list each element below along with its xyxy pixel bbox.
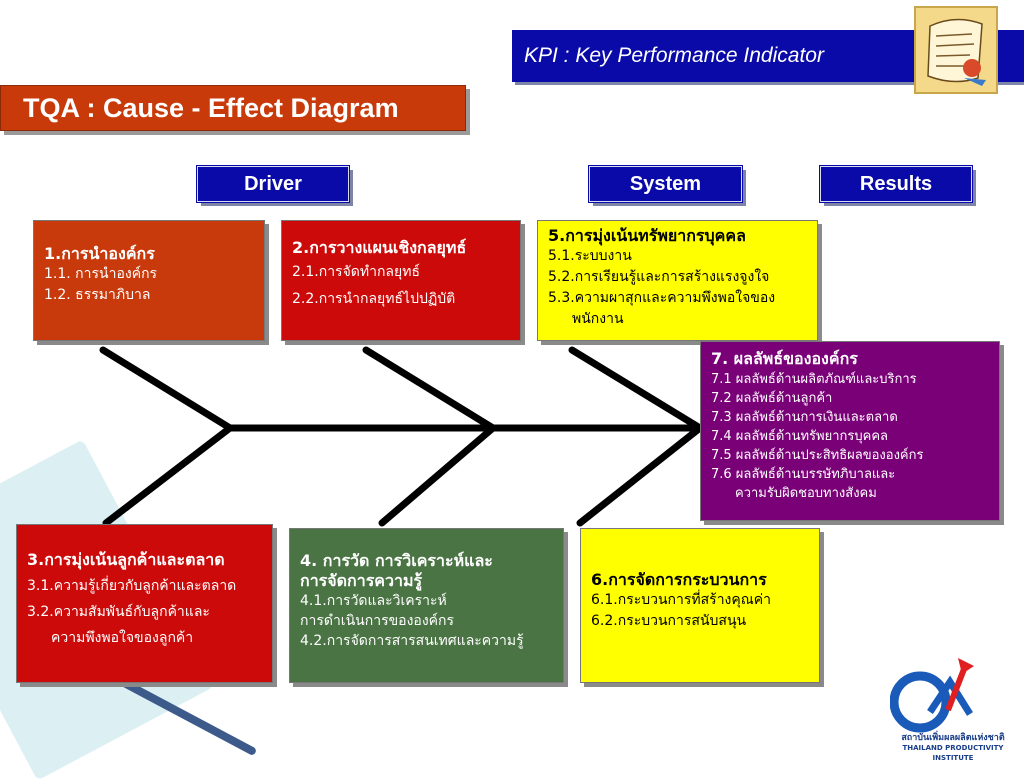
bone-upper-3 [568,346,704,432]
bone-upper-1 [99,346,234,432]
tpi-logo [889,652,990,738]
box-measurement-knowledge-title: 4. การวัด การวิเคราะห์และ [300,551,493,570]
box-workforce-focus-item: 5.2.การเรียนรู้และการสร้างแรงจูงใจ [548,269,770,285]
box-strategic-planning-item: 2.1.การจัดทำกลยุทธ์ [292,264,420,280]
box-strategic-planning-title: 2.การวางแผนเชิงกลยุทธ์ [292,238,467,257]
box-measurement-knowledge-item: การดำเนินการขององค์กร [300,613,455,629]
box-results-item: 7.1 ผลลัพธ์ด้านผลิตภัณฑ์และบริการ [711,372,917,387]
bone-lower-2 [378,424,497,527]
box-results-item: 7.5 ผลลัพธ์ด้านประสิทธิผลขององค์กร [711,448,924,463]
box-leadership-item: 1.1. การนำองค์กร [44,266,158,282]
box-results-title: 7. ผลลัพธ์ขององค์กร [711,349,858,368]
box-results-item: ความรับผิดชอบทางสังคม [735,486,877,501]
bone-lower-1 [102,424,234,527]
tpi-logo-text: สถาบันเพิ่มผลผลิตแห่งชาติ THAILAND PRODU… [888,733,1018,763]
tpi-name-en: THAILAND PRODUCTIVITY INSTITUTE [902,744,1004,762]
box-customer-focus-title: 3.การมุ่งเน้นลูกค้าและตลาด [27,550,225,569]
results-header: Results [819,165,973,203]
box-workforce-focus-item: พนักงาน [572,311,624,327]
box-measurement-knowledge-item: 4.2.การจัดการสารสนเทศและความรู้ [300,633,524,649]
system-header: System [588,165,743,203]
box-customer-focus-item: ความพึงพอใจของลูกค้า [51,630,194,646]
box-leadership: 1.การนำองค์กร 1.1. การนำองค์กร 1.2. ธรรม… [33,220,265,341]
driver-header: Driver [196,165,350,203]
bone-upper-2 [362,346,497,432]
box-process-management-item: 6.2.กระบวนการสนับสนุน [591,613,747,629]
bone-lower-3 [576,424,704,527]
box-measurement-knowledge: 4. การวัด การวิเคราะห์และ การจัดการความร… [289,528,564,683]
box-workforce-focus: 5.การมุ่งเน้นทรัพยากรบุคคล 5.1.ระบบงาน 5… [537,220,818,341]
box-customer-focus-item: 3.2.ความสัมพันธ์กับลูกค้าและ [27,604,210,620]
box-results-item: 7.2 ผลลัพธ์ด้านลูกค้า [711,391,833,406]
box-process-management-title: 6.การจัดการกระบวนการ [591,570,767,589]
box-workforce-focus-item: 5.3.ความผาสุกและความพึงพอใจของ [548,290,776,306]
box-workforce-focus-title: 5.การมุ่งเน้นทรัพยากรบุคคล [548,226,746,245]
box-workforce-focus-item: 5.1.ระบบงาน [548,248,632,264]
box-leadership-title: 1.การนำองค์กร [44,244,155,263]
box-process-management: 6.การจัดการกระบวนการ 6.1.กระบวนการที่สร้… [580,528,820,683]
box-results-item: 7.3 ผลลัพธ์ด้านการเงินและตลาด [711,410,898,425]
box-results-item: 7.4 ผลลัพธ์ด้านทรัพยากรบุคคล [711,429,888,444]
page-title: TQA : Cause - Effect Diagram [0,85,466,131]
box-results: 7. ผลลัพธ์ขององค์กร 7.1 ผลลัพธ์ด้านผลิตภ… [700,341,1000,521]
box-customer-focus: 3.การมุ่งเน้นลูกค้าและตลาด 3.1.ความรู้เก… [16,524,273,683]
box-leadership-item: 1.2. ธรรมาภิบาล [44,287,151,303]
box-measurement-knowledge-title-line2: การจัดการความรู้ [300,571,423,590]
clipart-icon [914,6,998,94]
box-measurement-knowledge-item: 4.1.การวัดและวิเคราะห์ [300,593,447,609]
tpi-name-th: สถาบันเพิ่มผลผลิตแห่งชาติ [901,733,1005,743]
box-results-item: 7.6 ผลลัพธ์ด้านบรรษัทภิบาลและ [711,467,896,482]
box-strategic-planning: 2.การวางแผนเชิงกลยุทธ์ 2.1.การจัดทำกลยุท… [281,220,521,341]
box-customer-focus-item: 3.1.ความรู้เกี่ยวกับลูกค้าและตลาด [27,578,237,594]
box-strategic-planning-item: 2.2.การนำกลยุทธ์ไปปฏิบัติ [292,291,456,307]
box-process-management-item: 6.1.กระบวนการที่สร้างคุณค่า [591,592,771,608]
